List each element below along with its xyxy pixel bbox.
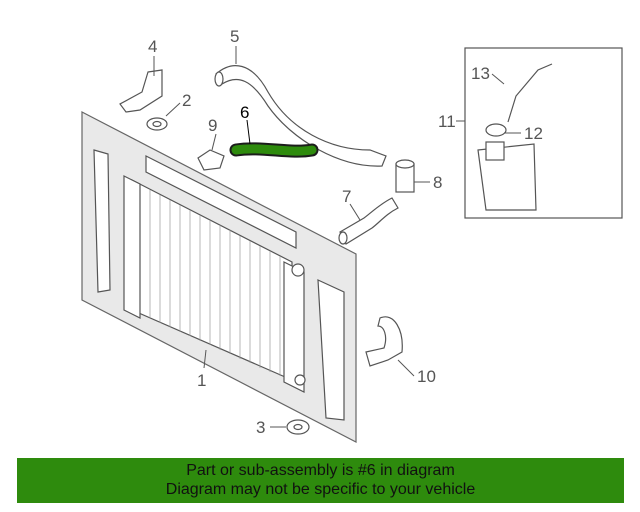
part-9-cap [197, 149, 225, 171]
radiator-assembly [81, 111, 357, 443]
parts-diagram: 1 2 3 4 5 6 7 8 9 10 11 12 13 [81, 27, 623, 443]
part-11-reservoir-group [464, 47, 623, 219]
info-banner: Part or sub-assembly is #6 in diagram Di… [17, 458, 624, 503]
part-10-hose [365, 316, 403, 367]
callout-8: 8 [433, 173, 442, 192]
part-3-cushion [286, 419, 310, 435]
callout-9: 9 [208, 116, 217, 135]
part-4-bracket [119, 69, 163, 113]
part-7-hose [338, 197, 399, 245]
banner-line-part-info: Part or sub-assembly is #6 in diagram [186, 462, 455, 479]
callout-6: 6 [240, 103, 249, 122]
callout-5: 5 [230, 27, 239, 46]
callout-4: 4 [148, 37, 157, 56]
part-6-highlighted-hose [229, 142, 319, 158]
callout-1: 1 [197, 371, 206, 390]
callout-3: 3 [256, 418, 265, 437]
banner-line-disclaimer: Diagram may not be specific to your vehi… [165, 481, 476, 498]
callout-10: 10 [417, 367, 436, 386]
callout-11: 11 [438, 112, 456, 131]
callout-2: 2 [182, 91, 191, 110]
part-5-upper-hose [214, 65, 387, 167]
leader-lines [153, 46, 521, 428]
part-8-fitting [395, 159, 415, 193]
callout-12: 12 [524, 124, 543, 143]
callout-7: 7 [342, 187, 351, 206]
part-2-cushion [146, 117, 168, 131]
callout-13: 13 [471, 64, 490, 83]
